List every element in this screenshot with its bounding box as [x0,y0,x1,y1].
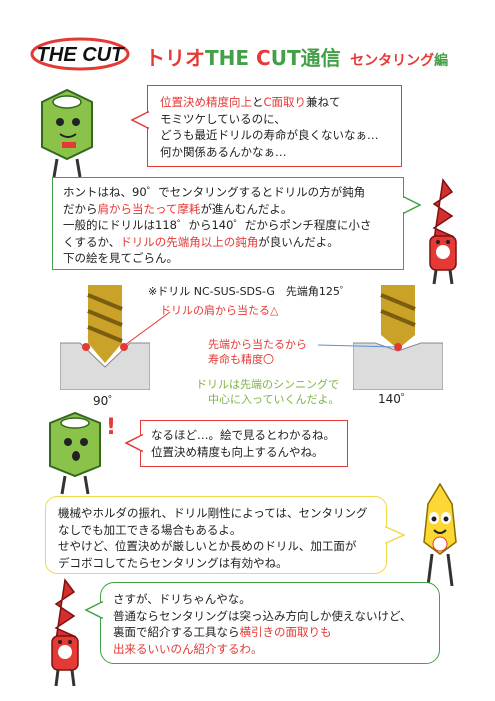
tip-label-2: 寿命も精度〇 [208,353,274,366]
bubble2-line5: 下の絵を見てごらん。 [63,251,178,265]
green-nut-character [32,82,102,182]
bubble1-hl-c: C面取り [263,95,307,109]
green-nut-surprised-character: ! [40,408,120,498]
bubble1-line4: 何か関係あるんかなぁ… [160,144,287,159]
bubble5-tail [84,600,104,620]
title-c: C [256,46,271,70]
title-the: THE [205,46,257,70]
speech-bubble-1: 位置決め精度向上とC面取り兼ねて モミツケしているのに、 どうも最近ドリルの寿命… [147,85,402,167]
bubble2-line2: だから肩から当たって摩耗が進んむんだよ。 [63,201,393,218]
bubble2-hl-4b: ドリルの先端角以上の鈍角 [120,234,259,249]
bubble2-line1: ホントはね、90゜でセンタリングするとドリルの方が鈍角 [63,185,366,199]
bubble4-line2: なしでも加工できる場合もあるよ。 [58,522,242,537]
thinning-label-1: ドリルは先端のシンニングで [196,378,339,391]
bubble2-text-a: だから [63,201,98,216]
bubble1-line2: モミツケしているのに、 [160,111,286,126]
angle-left-label: 90゜ [93,394,121,408]
bubble3-line2: 位置決め精度も向上するんやね。 [151,444,324,459]
shoulder-label: ドリルの肩から当たる△ [160,304,279,317]
bubble2-hl-b: 肩から当たって摩耗 [97,201,201,216]
bubble5-hl-4a: 出来るいいのん紹介するわ。 [113,641,263,656]
bubble1-hl-a: 位置決め精度向上 [160,95,252,109]
bubble5-line3: 裏面で紹介する工具なら横引きの面取りも [113,624,427,641]
bubble1-tail [130,110,150,130]
red-drill-character-bottom [40,578,90,690]
the-cut-logo: THE CUT [30,36,130,72]
bubble3-tail [124,433,144,453]
speech-bubble-2: ホントはね、90゜でセンタリングするとドリルの方が鈍角 だから肩から当たって摩耗… [52,177,404,270]
header: THE CUT トリオTHE CUT通信 センタリング編 [0,0,495,80]
bubble3-line1: なるほど…。絵で見るとわかるね。 [151,428,335,442]
title-ut: UT [270,46,301,70]
title-prefix: トリオ [145,46,205,70]
thinning-label-2: 中心に入っていくんだよ。 [208,393,340,406]
bubble5-hl-3b: 横引きの面取りも [239,625,332,639]
bubble5-line1: さすが、ドリちゃんやな。 [113,592,251,606]
drill-figure-right [353,285,443,390]
svg-text:THE CUT: THE CUT [37,44,125,66]
bubble4-line1: 機械やホルダの振れ、ドリル剛性によっては、センタリング [58,506,368,520]
speech-bubble-3: なるほど…。絵で見るとわかるね。 位置決め精度も向上するんやね。 [140,420,348,467]
title-suffix: 通信 [300,46,341,70]
drill-figure-left [60,285,150,390]
bubble4-line3: せやけど、位置決めが厳しいとか長めのドリル、加工面が [58,539,357,553]
drill-note: ※ドリル NC-SUS-SDS-G 先端角125゜ [148,285,351,298]
bubble5-text-3a: 裏面で紹介する工具なら [113,625,240,639]
bubble2-text-c: が進んむんだよ。 [200,201,293,216]
bubble2-line3: 一般的にドリルは118゜から140゜だからポンチ程度に小さ [63,218,372,232]
red-drill-character [418,178,468,286]
bubble2-text-4a: くするか、 [63,234,121,249]
bubble1-line3: どうも最近ドリルの寿命が良くないなぁ… [160,128,379,142]
angle-right-label: 140゜ [378,392,413,406]
tip-label-1: 先端から当たるから [208,338,307,351]
subtitle-hen: 編 [434,53,449,69]
page-title: トリオTHE CUT通信 センタリング編 [145,42,448,71]
speech-bubble-4: 機械やホルダの振れ、ドリル剛性によっては、センタリング なしでも加工できる場合も… [45,496,387,574]
bubble2-text-4c: が良いんだよ。 [258,234,339,249]
subtitle-centering: センタリング [350,53,435,69]
bubble4-line4: デコボコしてたらセンタリングは有効やね。 [58,555,288,570]
yellow-drill-character [410,482,470,594]
bubble1-text-d: 兼ねて [306,95,341,109]
bubble1-line1: 位置決め精度向上とC面取り兼ねて [160,94,389,111]
bubble4-tail [384,525,406,545]
svg-text:!: ! [106,415,116,440]
bubble2-line4: くするか、ドリルの先端角以上の鈍角が良いんだよ。 [63,234,393,251]
speech-bubble-5: さすが、ドリちゃんやな。 普通ならセンタリングは突っ込み方向しか使えないけど、 … [100,582,440,664]
bubble5-line4: 出来るいいのん紹介するわ。 [113,641,427,658]
bubble1-text-b: と [252,95,264,109]
bubble5-line2: 普通ならセンタリングは突っ込み方向しか使えないけど、 [113,608,412,623]
bubble2-tail [402,195,422,215]
